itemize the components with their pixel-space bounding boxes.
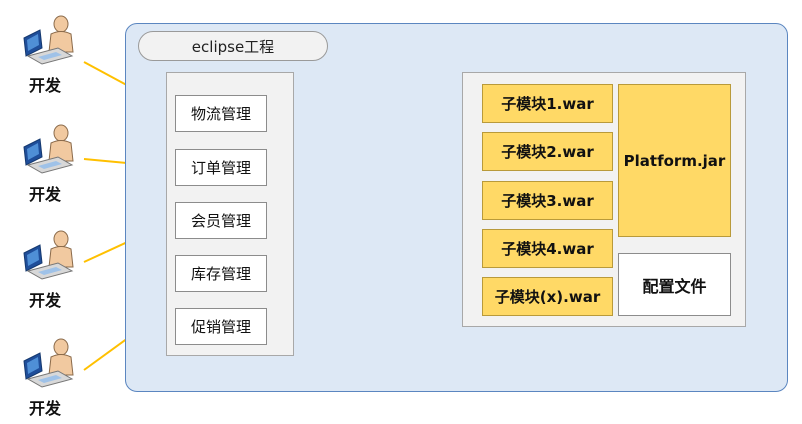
war-submodule-x: 子模块(x).war — [482, 277, 613, 316]
developer-3: 开发 — [15, 227, 90, 310]
war-submodule-4: 子模块4.war — [482, 229, 613, 268]
module-promotions: 促销管理 — [175, 308, 267, 345]
module-inventory: 库存管理 — [175, 255, 267, 292]
developer-computer-icon — [23, 15, 74, 65]
developer-computer-icon — [23, 124, 74, 174]
war-submodule-1: 子模块1.war — [482, 84, 613, 123]
developer-2: 开发 — [15, 121, 90, 204]
war-submodule-2: 子模块2.war — [482, 132, 613, 171]
platform-jar: Platform.jar — [618, 84, 731, 237]
module-members: 会员管理 — [175, 202, 267, 239]
developer-computer-icon — [23, 230, 74, 280]
developer-label: 开发 — [28, 185, 61, 204]
developer-computer-icon — [23, 338, 74, 388]
developer-label: 开发 — [28, 76, 61, 95]
developer-label: 开发 — [28, 291, 61, 310]
module-orders: 订单管理 — [175, 149, 267, 186]
project-title: eclipse工程 — [138, 31, 328, 61]
war-submodule-3: 子模块3.war — [482, 181, 613, 220]
module-logistics: 物流管理 — [175, 95, 267, 132]
developer-label: 开发 — [28, 399, 61, 418]
developer-4: 开发 — [15, 335, 90, 418]
developer-1: 开发 — [15, 12, 90, 95]
config-file: 配置文件 — [618, 253, 731, 316]
